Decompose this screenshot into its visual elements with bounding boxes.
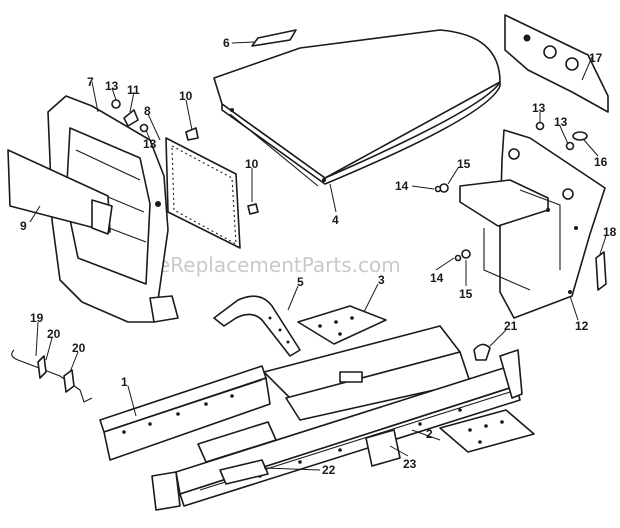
part-15-washer-b	[461, 249, 471, 259]
callout-13: 13	[554, 115, 568, 129]
part-19-rod	[11, 349, 93, 403]
part-13-nut-b	[139, 123, 149, 133]
callout-1: 1	[121, 375, 128, 389]
part-9-insert-panel	[7, 149, 111, 233]
callout-12: 12	[575, 319, 589, 333]
part-9-bracket	[91, 199, 113, 235]
callout-11: 11	[127, 83, 140, 97]
part-5-axle-cover	[213, 295, 301, 357]
callout-23: 23	[403, 457, 417, 471]
part-17-panel	[504, 14, 609, 113]
part-20-clip-a	[37, 355, 47, 379]
part-22-plate	[219, 459, 269, 485]
callout-14: 14	[430, 271, 444, 285]
callout-3: 3	[378, 273, 385, 287]
part-8-screen	[165, 137, 241, 249]
callout-19: 19	[30, 311, 44, 325]
part-2-foot-plate	[439, 409, 535, 453]
callout-8: 8	[144, 104, 151, 118]
part-6-strip	[251, 29, 297, 47]
callout-16: 16	[594, 155, 608, 169]
callout-6: 6	[223, 36, 230, 50]
watermark: eReplacementParts.com	[158, 253, 401, 277]
callout-13: 13	[105, 79, 119, 93]
part-18-bracket	[595, 251, 607, 291]
part-12-seat-support	[459, 129, 606, 319]
callout-2: 2	[426, 427, 433, 441]
part-15-washer-a	[439, 183, 449, 193]
part-20-clip-b	[63, 369, 75, 393]
callout-20: 20	[72, 341, 86, 355]
part-13-nut-d	[565, 141, 575, 151]
callout-21: 21	[504, 319, 518, 333]
part-16-knob	[572, 131, 588, 141]
callout-4: 4	[332, 213, 339, 227]
leader-lines	[29, 41, 607, 471]
frame-cutout	[339, 371, 363, 383]
part-10-fastener-a	[185, 127, 199, 141]
callout-5: 5	[297, 275, 304, 289]
part-11-clip	[123, 109, 139, 127]
hardware	[111, 99, 588, 262]
callout-labels: 6 17 7 13 11 10 8 13 13 13 16 10 15 14 4…	[20, 36, 617, 477]
part-23-bracket	[365, 429, 401, 467]
callout-18: 18	[603, 225, 617, 239]
callout-10: 10	[179, 89, 193, 103]
callout-9: 9	[20, 219, 27, 233]
callout-13: 13	[143, 137, 157, 151]
part-14-bolt-a	[434, 185, 442, 193]
part-13-nut-c	[535, 121, 545, 131]
part-13-nut-a	[111, 99, 121, 109]
part-14-bolt-b	[454, 254, 462, 262]
callout-7: 7	[87, 75, 94, 89]
part-21-clip	[473, 343, 491, 361]
callout-20: 20	[47, 327, 61, 341]
part-3-footrest	[297, 305, 387, 345]
part-1-main-frame	[99, 325, 523, 511]
callout-15: 15	[457, 157, 471, 171]
callout-17: 17	[589, 51, 603, 65]
part-4-hood	[213, 29, 501, 187]
callout-13: 13	[532, 101, 546, 115]
callout-15: 15	[459, 287, 473, 301]
part-10-fastener-b	[247, 203, 259, 215]
callout-22: 22	[322, 463, 336, 477]
callout-14: 14	[395, 179, 409, 193]
callout-10: 10	[245, 157, 259, 171]
